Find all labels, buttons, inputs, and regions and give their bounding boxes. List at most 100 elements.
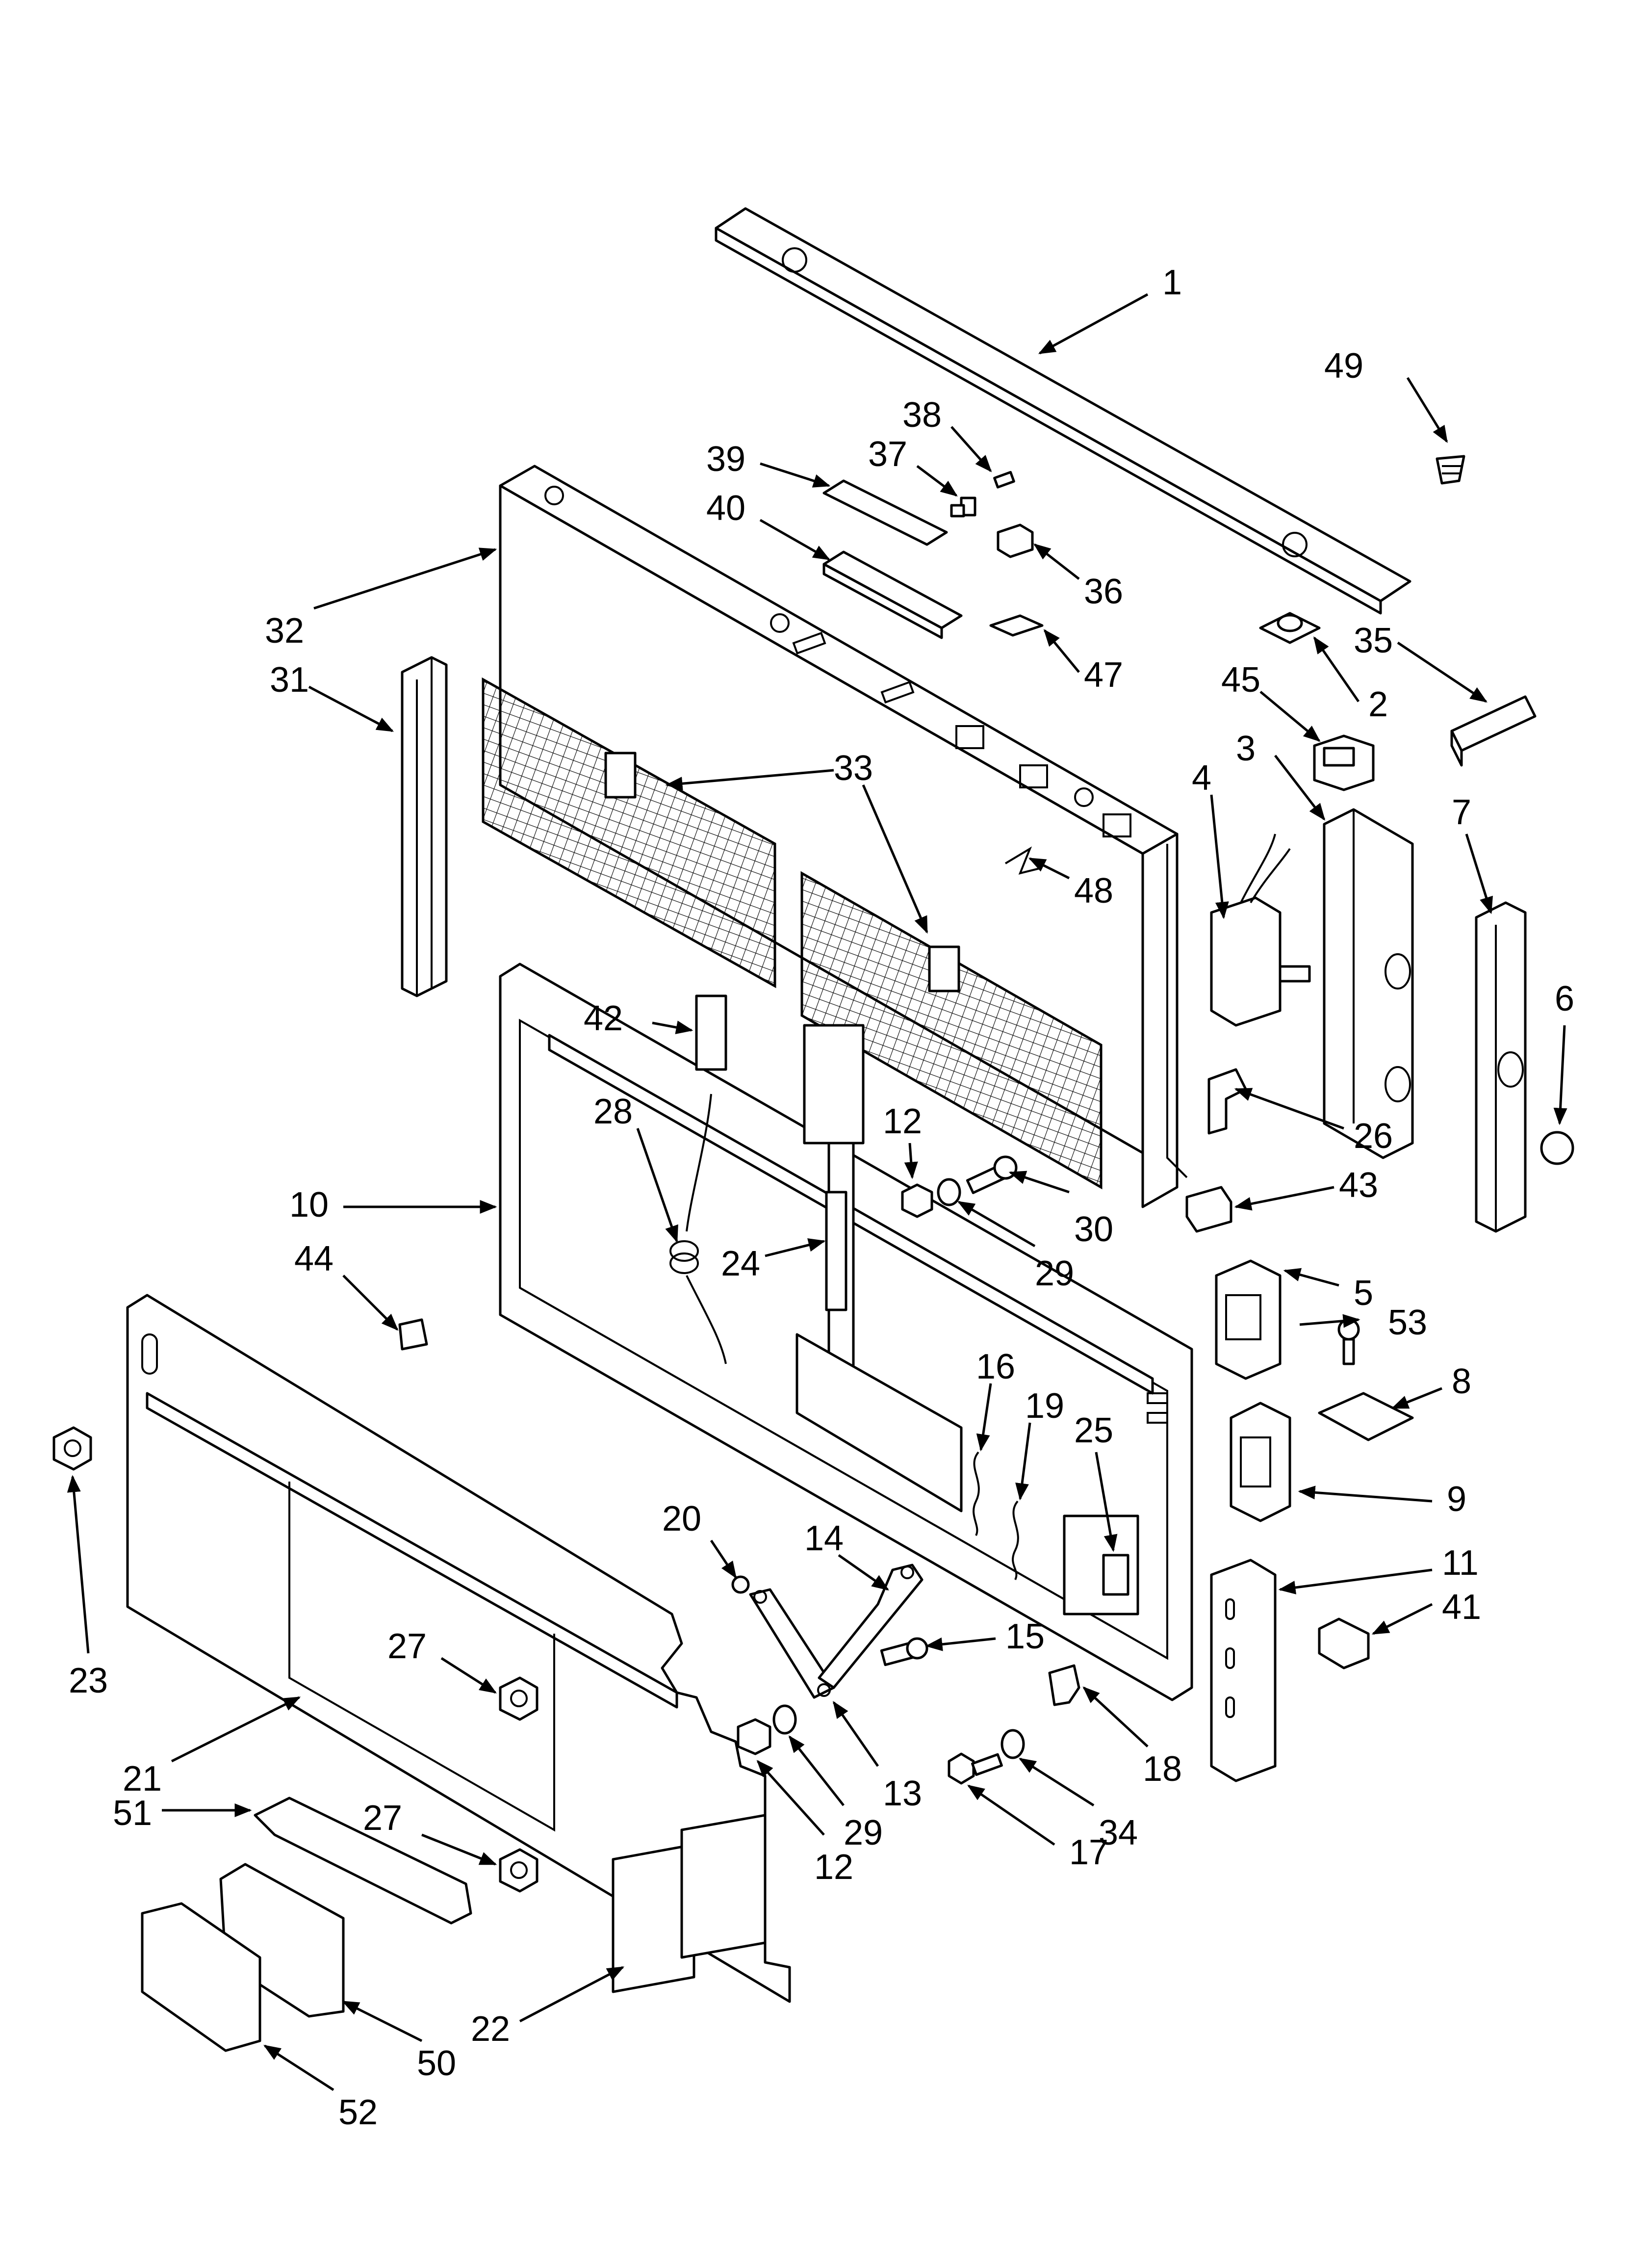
label-27a: 27 (387, 1627, 427, 1666)
label-35: 35 (1354, 621, 1393, 660)
label-16: 16 (976, 1347, 1015, 1386)
leader-48 (1028, 857, 1070, 880)
leader-31 (308, 685, 394, 732)
label-29a: 29 (1035, 1254, 1074, 1293)
label-43: 43 (1339, 1166, 1378, 1205)
part-cap-43 (1185, 1186, 1232, 1233)
part-bracket-9 (1230, 1402, 1291, 1522)
leader-8 (1391, 1387, 1442, 1409)
label-3: 3 (1236, 729, 1256, 768)
label-32: 32 (265, 611, 304, 651)
label-28: 28 (593, 1092, 633, 1131)
leader-27a (440, 1657, 497, 1694)
leader-43 (1234, 1186, 1334, 1211)
part-clip-16 (973, 1451, 980, 1536)
label-53: 53 (1388, 1303, 1427, 1342)
label-18: 18 (1143, 1749, 1182, 1789)
leader-27b (421, 1833, 497, 1866)
part-side-trim-7 (1475, 901, 1527, 1233)
part-screw-17 (948, 1752, 1003, 1785)
label-27b: 27 (363, 1799, 402, 1838)
leader-33b (862, 784, 928, 934)
label-41: 41 (1442, 1588, 1481, 1627)
label-26: 26 (1354, 1117, 1393, 1156)
part-label-42 (695, 994, 727, 1071)
part-center-rail (825, 1191, 847, 1311)
leader-47 (1043, 629, 1080, 673)
callout-labels: 1 2 3 4 5 6 7 8 9 10 11 12 12 13 14 15 1… (69, 263, 1574, 2132)
label-10: 10 (289, 1185, 329, 1225)
label-23: 23 (69, 1661, 108, 1700)
leader-14 (838, 1554, 889, 1591)
label-21: 21 (123, 1759, 162, 1799)
leader-1 (1038, 293, 1149, 355)
label-48: 48 (1074, 871, 1113, 911)
label-20: 20 (662, 1499, 701, 1538)
part-control-housing-40 (822, 550, 963, 639)
leader-29b (788, 1735, 845, 1806)
label-51: 51 (113, 1794, 152, 1833)
leader-25 (1095, 1452, 1118, 1552)
leader-6 (1553, 1025, 1567, 1125)
label-40: 40 (706, 489, 745, 528)
part-nut-23 (52, 1426, 92, 1471)
leader-7 (1465, 834, 1493, 914)
label-33: 33 (834, 749, 873, 788)
part-knob-37 (950, 496, 976, 518)
part-screw-53 (1337, 1318, 1360, 1365)
label-12b: 12 (814, 1848, 853, 1887)
part-terminal-block-25 (1102, 1554, 1129, 1596)
part-terminal-strip-35 (1450, 695, 1537, 767)
part-link-arm-13 (749, 1588, 835, 1699)
leader-45 (1259, 691, 1321, 742)
label-15: 15 (1005, 1617, 1045, 1656)
label-8: 8 (1452, 1362, 1471, 1401)
label-4: 4 (1192, 758, 1211, 798)
leader-20 (710, 1539, 737, 1579)
label-22: 22 (471, 2009, 510, 2049)
leader-13 (832, 1701, 879, 1767)
leader-lines (67, 293, 1567, 2091)
leader-32 (313, 547, 497, 610)
part-washer-29b (772, 1704, 797, 1735)
label-29b: 29 (844, 1813, 883, 1852)
part-control-plate-39 (822, 479, 948, 546)
part-spring (669, 1094, 727, 1364)
label-13: 13 (883, 1774, 922, 1813)
part-nut-12a (901, 1183, 933, 1218)
leader-30 (1008, 1171, 1070, 1194)
leader-2 (1313, 636, 1360, 703)
leader-39 (760, 462, 831, 488)
leader-29a (957, 1200, 1036, 1248)
leader-24 (765, 1238, 826, 1257)
part-switch-housing-5 (1215, 1259, 1282, 1380)
part-grease-filter-right (800, 871, 1103, 1190)
label-52: 52 (338, 2093, 378, 2132)
leader-22 (519, 1966, 625, 2023)
part-switch-36 (997, 523, 1034, 558)
label-19: 19 (1025, 1386, 1064, 1426)
part-motor-housing-3 (1323, 808, 1414, 1159)
leader-12a (904, 1143, 918, 1179)
part-clip-44 (398, 1318, 428, 1351)
leader-9 (1298, 1486, 1433, 1503)
leader-15 (925, 1637, 996, 1651)
label-34: 34 (1099, 1813, 1138, 1852)
part-clip-18 (1048, 1664, 1080, 1706)
part-lens-52 (141, 1902, 261, 2052)
part-nut-27a (499, 1676, 539, 1721)
label-36: 36 (1084, 572, 1123, 611)
leader-52 (263, 2044, 334, 2091)
label-24: 24 (721, 1244, 760, 1283)
label-42: 42 (584, 999, 623, 1038)
label-17: 17 (1069, 1833, 1108, 1872)
label-1: 1 (1162, 263, 1182, 302)
label-45: 45 (1221, 660, 1260, 700)
label-11: 11 (1442, 1543, 1479, 1583)
leader-34 (1019, 1757, 1095, 1807)
leader-35 (1397, 641, 1488, 703)
part-motor-4 (1210, 834, 1311, 1027)
leader-3 (1274, 755, 1326, 821)
leader-50 (341, 2000, 423, 2042)
leader-18 (1082, 1686, 1149, 1747)
